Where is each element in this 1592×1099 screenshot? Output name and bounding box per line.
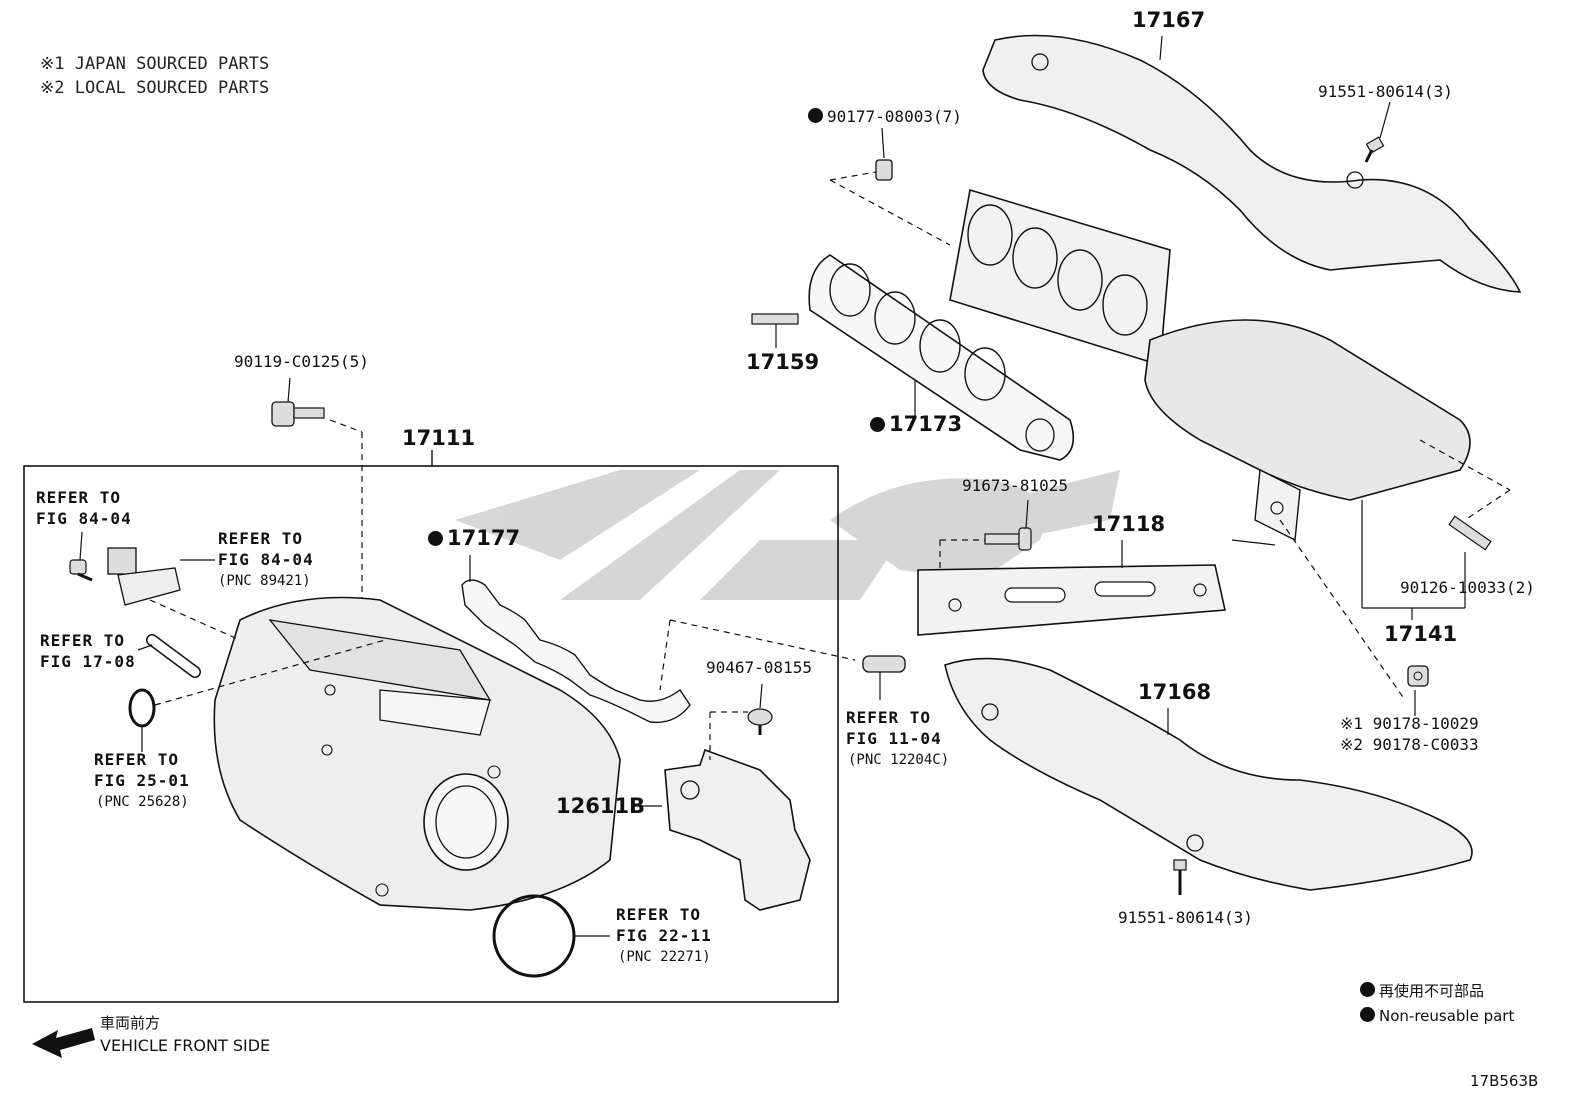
part-90178-local[interactable]: ※2 90178-C0033	[1340, 735, 1479, 754]
heat-insulator-upper	[982, 34, 1522, 293]
front-direction-arrow	[32, 1028, 95, 1058]
bolt-icon	[69, 531, 93, 582]
insulator-hole	[1186, 834, 1204, 852]
ref-fig-22-11-line2[interactable]: FIG 22-11	[616, 926, 712, 945]
part-17118[interactable]: 17118	[1092, 512, 1166, 536]
intake-manifold	[213, 596, 621, 911]
part-17159[interactable]: 17159	[746, 350, 820, 374]
ref-fig-17-08-line2[interactable]: FIG 17-08	[40, 652, 136, 671]
insulator-hole	[981, 703, 999, 721]
bolt-icon	[1364, 101, 1391, 163]
ref-pnc-25628: (PNC 25628)	[96, 794, 189, 810]
nut-icon	[1407, 665, 1429, 687]
non-reusable-dot-icon	[1360, 982, 1375, 997]
part-12611b[interactable]: 12611B	[556, 794, 646, 818]
heat-insulator-lower	[944, 657, 1473, 891]
part-17168[interactable]: 17168	[1138, 680, 1212, 704]
note-japan-sourced: ※1 JAPAN SOURCED PARTS	[40, 54, 270, 74]
nut-icon	[875, 127, 893, 181]
ref-fig-84-04-a-line1[interactable]: REFER TO	[36, 488, 122, 507]
exhaust-gasket	[808, 254, 1075, 461]
ref-fig-84-04-b-line2[interactable]: FIG 84-04	[218, 550, 314, 569]
ref-fig-17-08-line1[interactable]: REFER TO	[40, 631, 126, 650]
watermark-logo	[455, 470, 1120, 600]
o-ring-icon	[128, 688, 156, 728]
part-17167[interactable]: 17167	[1132, 8, 1206, 32]
ref-pnc-12204c: (PNC 12204C)	[848, 752, 950, 768]
insulator-hole	[1346, 171, 1364, 189]
figure-id: 17B563B	[1470, 1072, 1539, 1090]
stud-icon	[751, 313, 799, 348]
throttle-insulator	[664, 748, 811, 911]
part-17141[interactable]: 17141	[1384, 622, 1458, 646]
non-reusable-dot-icon	[1360, 1007, 1375, 1022]
part-90177[interactable]: 90177-08003(7)	[808, 108, 962, 125]
bolt-icon	[271, 377, 325, 427]
ref-pnc-89421: (PNC 89421)	[218, 573, 311, 589]
direction-label-en: VEHICLE FRONT SIDE	[100, 1036, 271, 1055]
exhaust-manifold	[949, 188, 1471, 542]
stud-icon	[1448, 515, 1492, 551]
note-local-sourced: ※2 LOCAL SOURCED PARTS	[40, 78, 270, 98]
valve-icon	[862, 655, 906, 700]
part-91551-bottom[interactable]: 91551-80614(3)	[1118, 908, 1253, 927]
ref-fig-25-01-line2[interactable]: FIG 25-01	[94, 771, 190, 790]
ref-fig-22-11-line1[interactable]: REFER TO	[616, 905, 702, 924]
non-reusable-dot-icon	[808, 108, 823, 123]
insulator-hole	[1031, 53, 1049, 71]
part-90119[interactable]: 90119-C0125(5)	[234, 352, 369, 371]
direction-label-jp: 車両前方	[100, 1014, 161, 1032]
legend-non-reusable-en: Non-reusable part	[1360, 1007, 1514, 1024]
non-reusable-dot-icon	[428, 531, 443, 546]
ref-pnc-22271: (PNC 22271)	[618, 949, 711, 965]
throttle-gasket-ring	[492, 894, 576, 978]
legend-non-reusable-jp: 再使用不可部品	[1360, 982, 1484, 999]
part-17111[interactable]: 17111	[402, 426, 476, 450]
ref-fig-84-04-a-line2[interactable]: FIG 84-04	[36, 509, 132, 528]
part-90126[interactable]: 90126-10033(2)	[1400, 578, 1535, 597]
intake-assembly-frame	[23, 465, 839, 1003]
ref-fig-25-01-line1[interactable]: REFER TO	[94, 750, 180, 769]
ref-fig-84-04-b-line1[interactable]: REFER TO	[218, 529, 304, 548]
bolt-icon	[1173, 859, 1187, 895]
sensor-icon	[107, 547, 215, 606]
clip-icon	[747, 683, 773, 735]
ref-fig-11-04-line1[interactable]: REFER TO	[846, 708, 932, 727]
bolt-icon	[984, 499, 1032, 551]
non-reusable-dot-icon	[870, 417, 885, 432]
part-90467[interactable]: 90467-08155	[706, 658, 812, 677]
ref-fig-11-04-line2[interactable]: FIG 11-04	[846, 729, 942, 748]
manifold-bracket	[917, 540, 1226, 636]
part-17177[interactable]: 17177	[428, 528, 520, 549]
part-91551-top[interactable]: 91551-80614(3)	[1318, 82, 1453, 101]
part-17173[interactable]: 17173	[870, 414, 962, 435]
part-90178-japan[interactable]: ※1 90178-10029	[1340, 714, 1479, 733]
part-91673[interactable]: 91673-81025	[962, 476, 1068, 495]
intake-gasket	[461, 579, 691, 724]
